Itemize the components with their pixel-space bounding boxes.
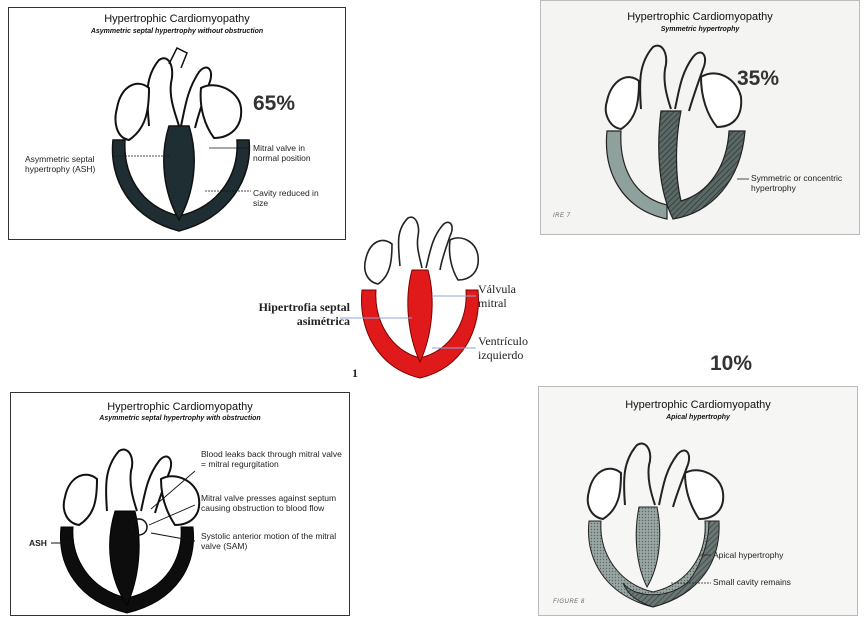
panel-asymmetric-with-obstruction: Hypertrophic Cardiomyopathy Asymmetric s… [10, 392, 350, 616]
label-apical: Apical hypertrophy [713, 550, 833, 560]
figure-number: 1 [352, 366, 358, 380]
label-valvula-mitral: Válvula mitral [478, 282, 538, 310]
figure-label: FIGURE 8 [553, 599, 585, 605]
label-mitral-regurgitation: Blood leaks back through mitral valve = … [201, 449, 349, 469]
panel-apical-hypertrophy: Hypertrophic Cardiomyopathy Apical hyper… [538, 386, 858, 616]
percent-label-apical: 10% [710, 352, 752, 376]
label-ash: ASH [29, 538, 47, 548]
label-sam: Systolic anterior motion of the mitral v… [201, 531, 349, 551]
label-hipertrofia: Hipertrofia septal asimétrica [254, 300, 350, 328]
label-ventriculo: Ventrículo izquierdo [478, 334, 548, 362]
label-small-cavity: Small cavity remains [713, 577, 833, 587]
label-obstruction: Mitral valve presses against septum caus… [201, 493, 349, 513]
